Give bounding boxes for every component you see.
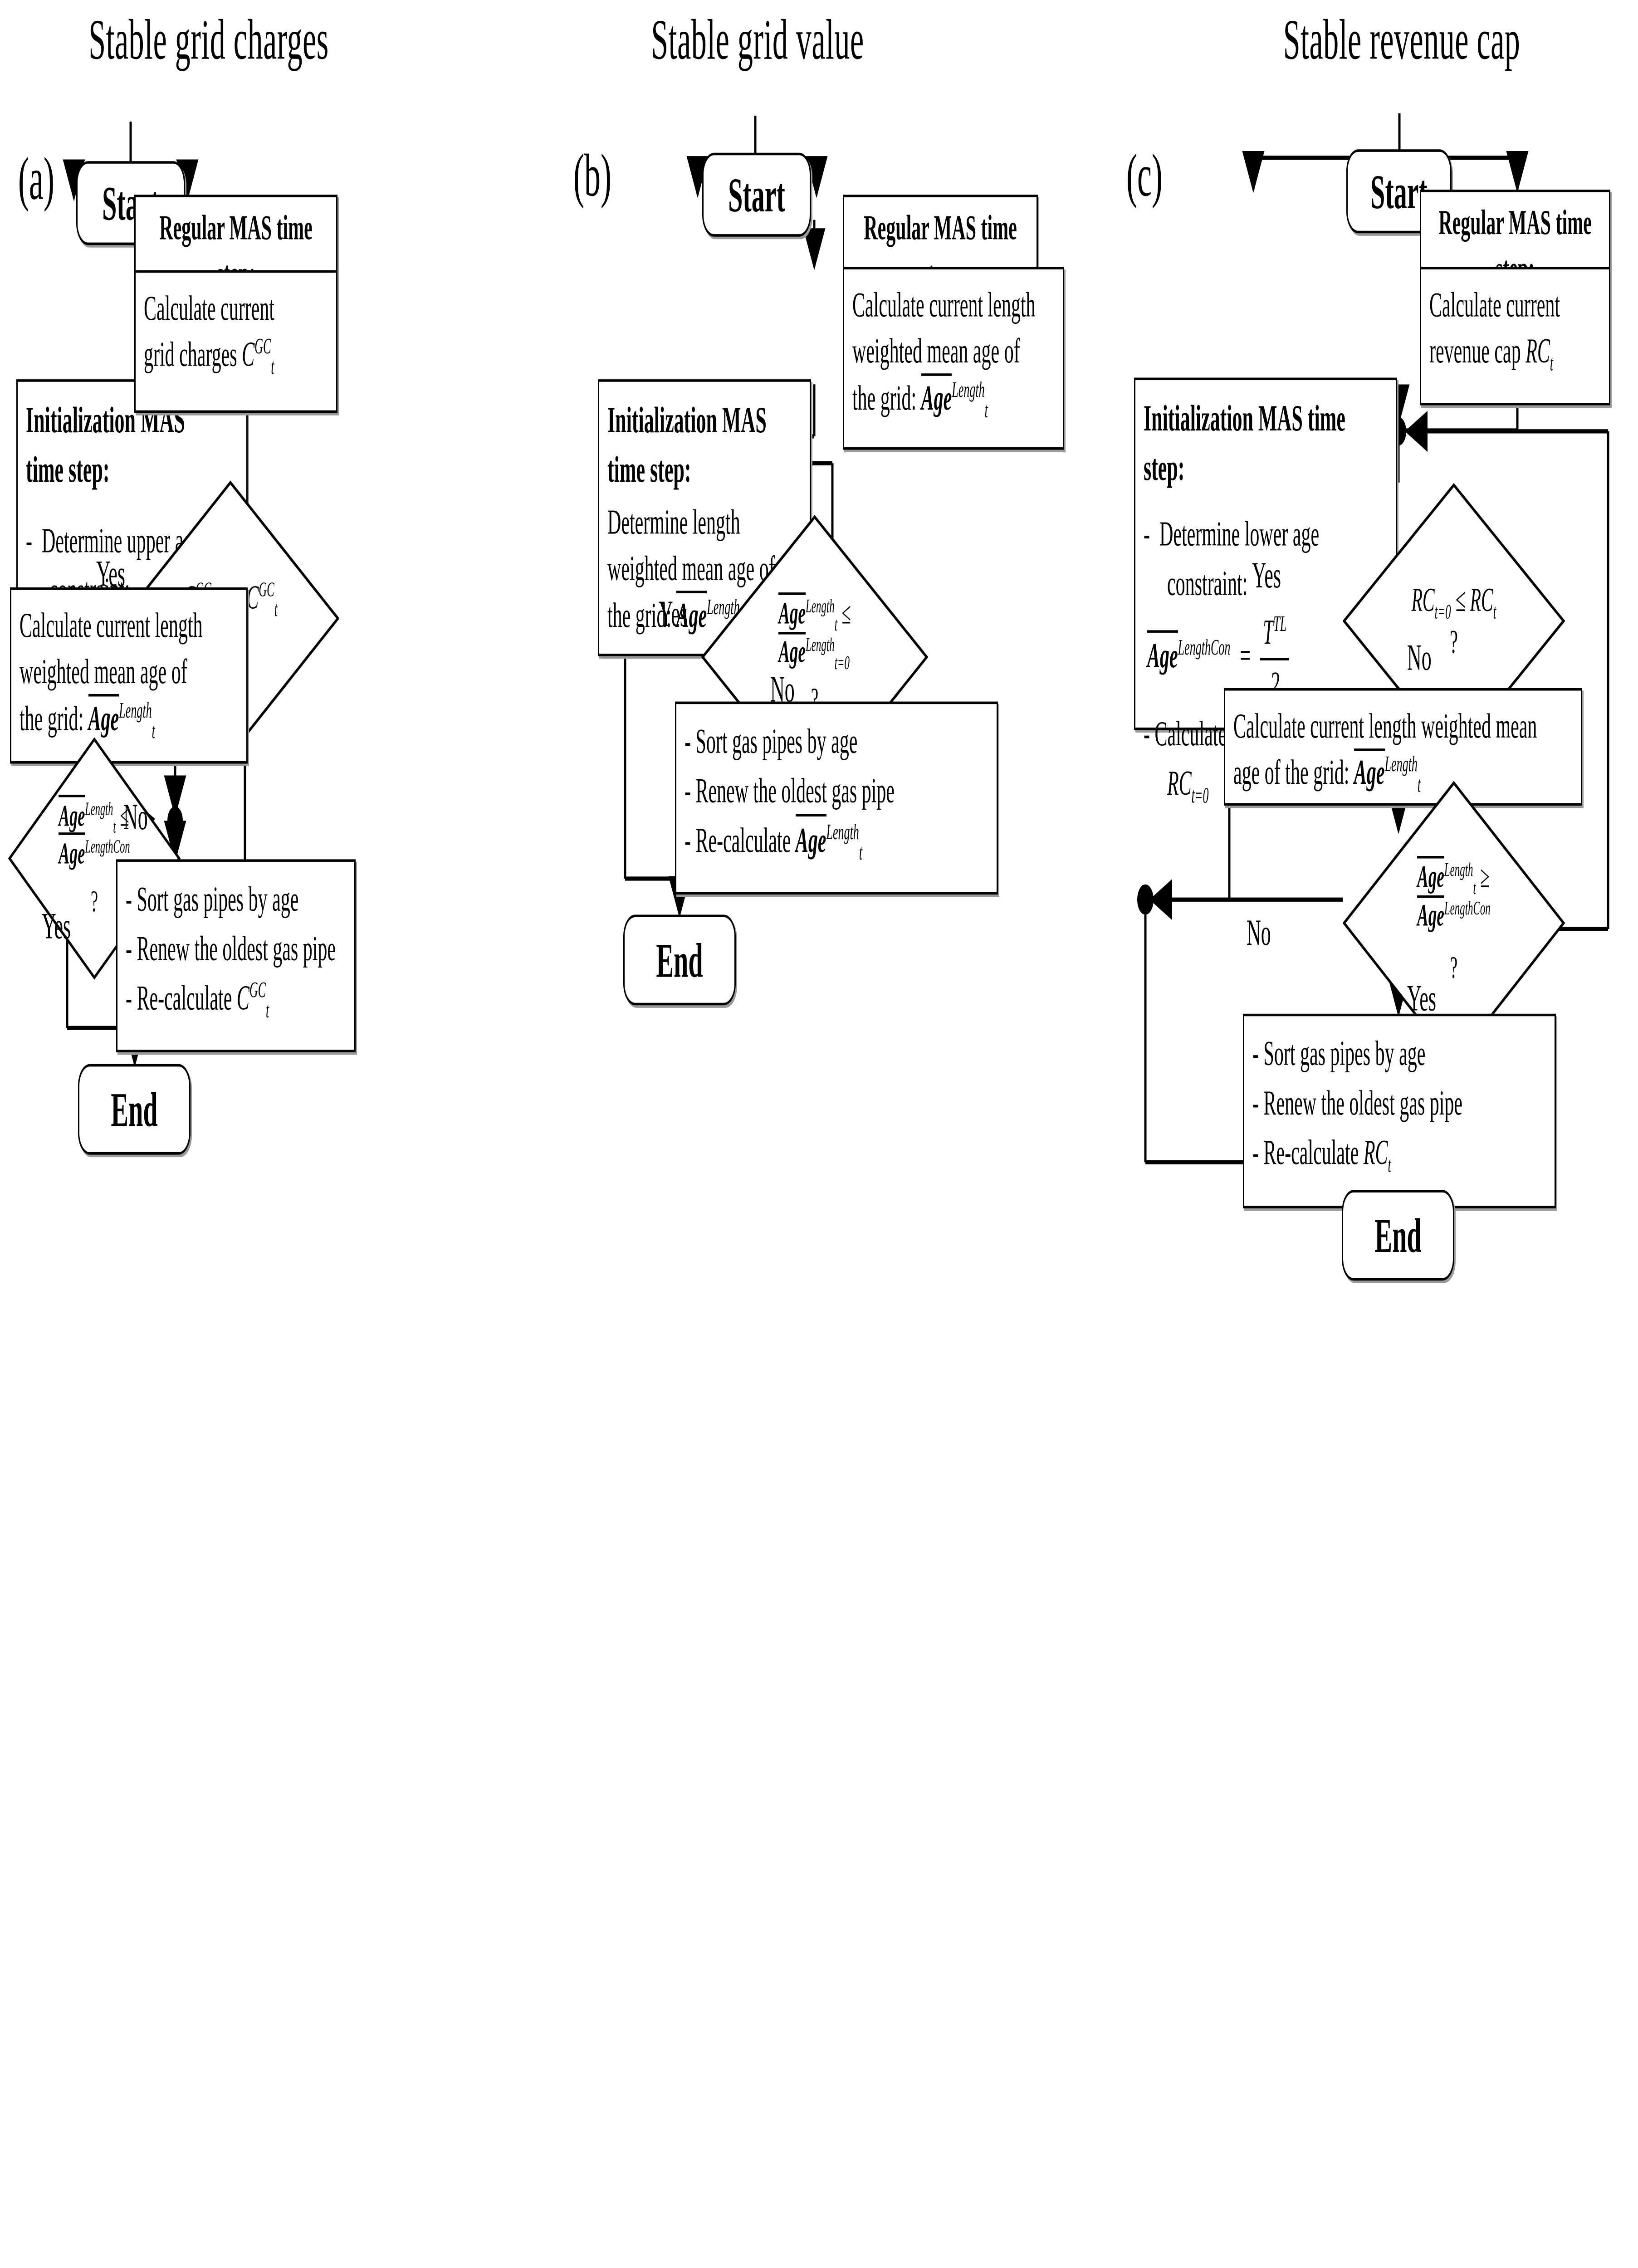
panel-a-title: Stable grid charges (88, 7, 329, 72)
a-action-bullets: - Sort gas pipes by age - Renew the olde… (126, 875, 346, 1023)
panel-c-title: Stable revenue cap (1283, 7, 1521, 72)
a-end-label: End (111, 1082, 158, 1137)
b-decision-1-label: AgeLengtht ≤ AgeLengtht=0 ? (778, 592, 851, 717)
a-d1-yes-label: Yes (96, 553, 126, 594)
b-action-box: - Sort gas pipes by age - Renew the olde… (675, 701, 998, 895)
b-end-node: End (623, 914, 736, 1006)
c-decision-1-label: RCt=0 ≤ RCt ? (1411, 581, 1496, 660)
c-d2-yes-label: Yes (1407, 978, 1437, 1019)
panel-a-letter: (a) (18, 145, 54, 213)
c-d2-no-label: No (1247, 912, 1271, 953)
c-d1-yes-label: Yes (1252, 554, 1281, 596)
b-start-label: Start (728, 167, 785, 222)
c-start-label: Start (1370, 164, 1428, 219)
c-action-bullet-1: - Sort gas pipes by age (1252, 1035, 1426, 1074)
panel-c-letter: (c) (1126, 142, 1163, 209)
c-decision-2: AgeLengtht ≥ AgeLengthCon ? (1342, 781, 1565, 1066)
c-action-bullet-2: - Renew the oldest gas pipe (1252, 1084, 1463, 1123)
a-action-bullet-1: - Sort gas pipes by age (126, 880, 299, 919)
a-action-bullet-3: - Re-calculate CGCt (126, 977, 269, 1022)
a-decision-2-label: AgeLengtht ≤ AgeLengthCon ? (59, 795, 130, 918)
a-action-bullet-2: - Renew the oldest gas pipe (126, 929, 336, 968)
c-action-bullet-3: - Re-calculate RCt (1252, 1133, 1391, 1177)
c-end-node: End (1342, 1190, 1454, 1281)
b-d1-yes-label: Yes (659, 593, 688, 635)
b-end-label: End (656, 933, 703, 987)
panel-b-title: Stable grid value (651, 7, 864, 72)
a-d2-no-label: No (123, 796, 148, 838)
b-action-bullet-2: - Renew the oldest gas pipe (685, 772, 895, 811)
c-decision-2-label: AgeLengtht ≥ AgeLengthCon ? (1417, 856, 1491, 986)
b-action-bullet-1: - Sort gas pipes by age (685, 722, 858, 761)
c-action-box: - Sort gas pipes by age - Renew the olde… (1243, 1013, 1556, 1208)
b-action-bullets: - Sort gas pipes by age - Renew the olde… (685, 718, 988, 865)
a-action-box: - Sort gas pipes by age - Renew the olde… (116, 859, 356, 1052)
c-action-bullets: - Sort gas pipes by age - Renew the olde… (1252, 1030, 1546, 1178)
c-end-label: End (1374, 1208, 1422, 1263)
c-d1-no-label: No (1407, 637, 1432, 678)
a-d2-yes-label: Yes (42, 905, 71, 947)
b-start-node: Start (702, 152, 811, 237)
a-end-node: End (78, 1064, 191, 1155)
c-init-bullet-1: - Determine lower age constraint: (1144, 515, 1320, 603)
b-action-bullet-3: - Re-calculate AgeLengtht (685, 814, 988, 865)
panel-b-letter: (b) (573, 142, 611, 209)
